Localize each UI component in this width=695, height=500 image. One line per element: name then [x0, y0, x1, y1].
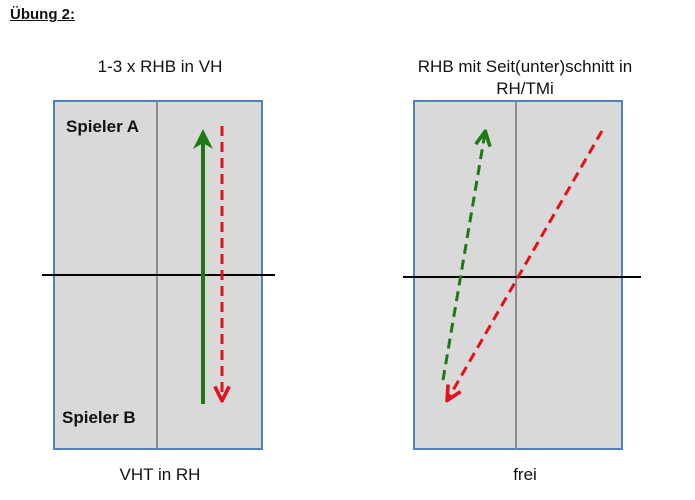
right-court	[403, 100, 641, 450]
right-court-footer: frei	[513, 465, 537, 484]
player-b-label: Spieler B	[62, 408, 136, 427]
left-court	[42, 100, 275, 450]
exercise-heading: Übung 2:	[10, 6, 75, 23]
right-red-dashed-arrow	[448, 130, 604, 399]
right-green-dashed-arrow	[441, 133, 485, 381]
right-court-title: RHB mit Seit(unter)schnitt in RH/TMi	[417, 57, 633, 98]
left-court-footer: VHT in RH	[119, 465, 201, 484]
left-court-title: 1-3 x RHB in VH	[97, 57, 223, 76]
player-a-label: Spieler A	[66, 117, 140, 136]
